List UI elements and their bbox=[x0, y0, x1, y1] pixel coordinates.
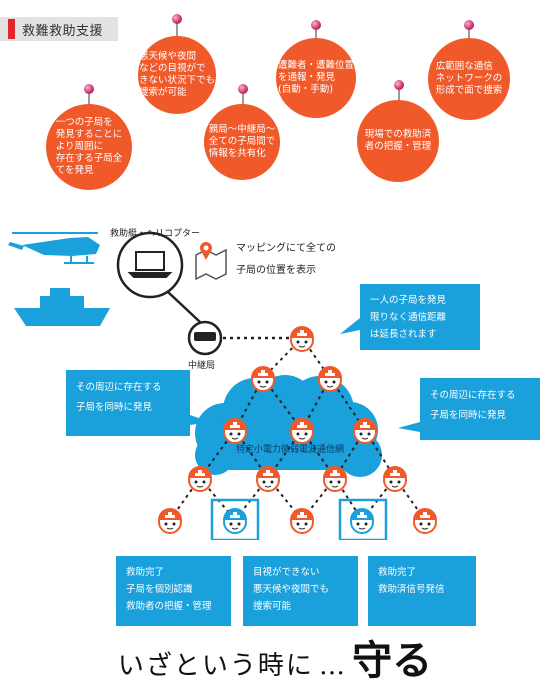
person-helmet-icon bbox=[323, 466, 347, 492]
person-helmet-icon bbox=[188, 466, 212, 492]
person-helmet-icon bbox=[290, 418, 314, 444]
pin-icon bbox=[238, 84, 248, 108]
laptop-icon bbox=[127, 251, 173, 278]
slogan-dots: … bbox=[319, 651, 347, 681]
rescued-person-icon bbox=[350, 508, 374, 534]
selection-frame bbox=[338, 498, 388, 540]
person-helmet-icon bbox=[290, 508, 314, 534]
relay-device-icon bbox=[194, 332, 216, 341]
person-helmet-icon bbox=[290, 326, 314, 352]
person-helmet-icon bbox=[383, 466, 407, 492]
feature-bubble: 現場での救助済 者の把握・管理 bbox=[357, 100, 439, 182]
feature-bubble: 一つの子局を 発見することに より周囲に 存在する子局全 てを発見 bbox=[46, 104, 132, 190]
header-accent-bar bbox=[8, 19, 15, 39]
pin-icon bbox=[394, 80, 404, 104]
pin-icon bbox=[311, 20, 321, 44]
rescued-person-icon bbox=[223, 508, 247, 534]
ship-icon bbox=[14, 288, 110, 326]
person-helmet-icon bbox=[251, 366, 275, 392]
header-title: 救難救助支援 bbox=[22, 24, 104, 39]
feature-bubble: 親局〜中継局〜 全ての子局間で 情報を共有化 bbox=[204, 104, 280, 180]
slogan-emphasis: 守る bbox=[352, 637, 433, 684]
laptop-node bbox=[116, 231, 184, 299]
info-box-rescue-signal: 救助完了 救助済信号発信 bbox=[368, 556, 476, 626]
info-box-night-search: 目視ができない 悪天候や夜間でも 捜索可能 bbox=[243, 556, 358, 626]
pin-icon bbox=[172, 14, 182, 38]
person-helmet-icon bbox=[413, 508, 437, 534]
person-helmet-group bbox=[158, 326, 437, 534]
info-box-left: その周辺に存在する 子局を同時に発見 bbox=[66, 370, 190, 436]
info-box-right: その周辺に存在する 子局を同時に発見 bbox=[420, 378, 540, 440]
feature-bubble: 遭難者・遭難位置 を通報・発見 (自動・手動) bbox=[276, 38, 356, 118]
footer-slogan: いざという時に … 守る bbox=[0, 628, 550, 688]
map-pin-icon bbox=[195, 242, 227, 281]
selection-frame bbox=[210, 498, 260, 540]
feature-bubble: 広範囲な通信 ネットワークの 形成で面で捜索 bbox=[428, 38, 510, 120]
person-helmet-icon bbox=[256, 466, 280, 492]
info-box-range: 一人の子局を発見 限りなく通信距離 は延長されます bbox=[360, 284, 480, 350]
pin-icon bbox=[464, 20, 474, 44]
person-helmet-icon bbox=[223, 418, 247, 444]
device-label: 救助艇・ヘリコプター bbox=[110, 229, 201, 239]
person-helmet-icon bbox=[353, 418, 377, 444]
info-box-rescue-manage: 救助完了 子局を個別認識 救助者の把握・管理 bbox=[116, 556, 231, 626]
rescue-network-diagram bbox=[8, 231, 437, 540]
pin-icon bbox=[84, 84, 94, 108]
helicopter-icon bbox=[8, 232, 100, 264]
cloud-label: 特定小電力微弱電波通信網 bbox=[236, 445, 345, 455]
mapping-text: マッピングにて全ての 子局の位置を表示 bbox=[236, 243, 336, 276]
person-helmet-icon bbox=[318, 366, 342, 392]
slogan-text: いざという時に bbox=[117, 651, 314, 681]
feature-bubble: 悪天候や夜間 などの目視がで きない状況下でも 捜索が可能 bbox=[138, 36, 216, 114]
section-header: 救難救助支援 bbox=[0, 17, 118, 41]
relay-label: 中継局 bbox=[188, 361, 216, 371]
person-helmet-icon bbox=[158, 508, 182, 534]
